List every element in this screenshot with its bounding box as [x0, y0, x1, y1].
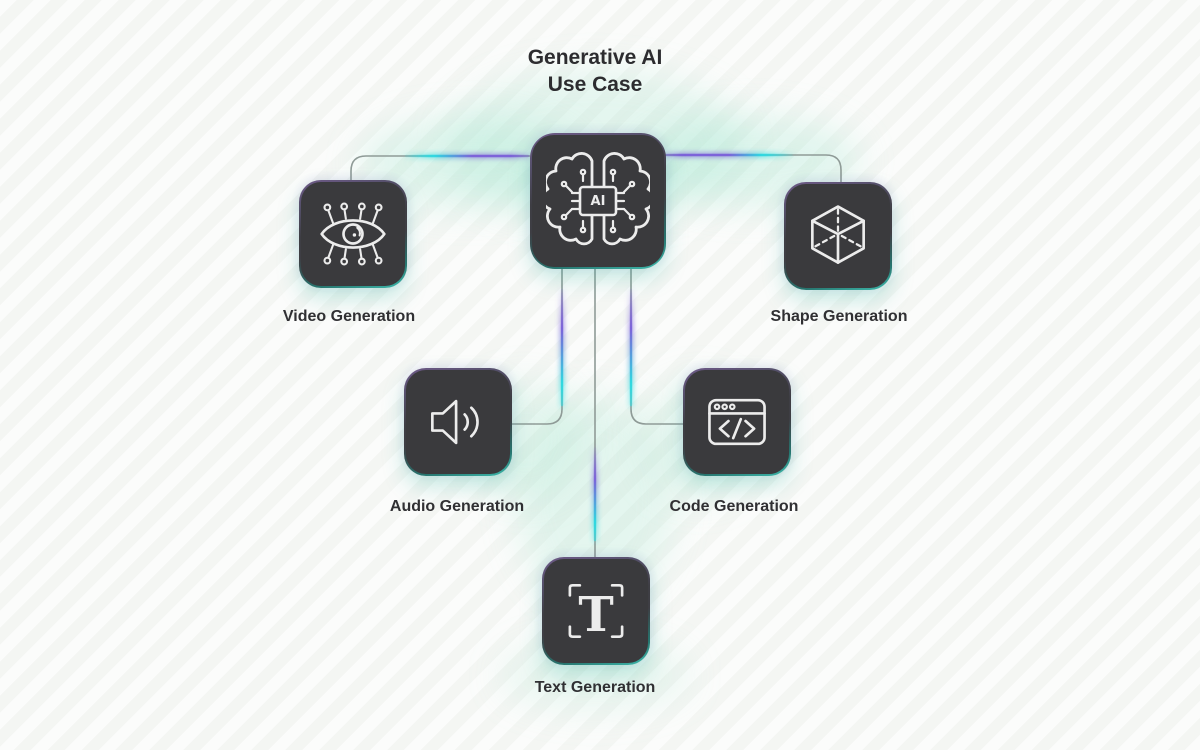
connector-glow-core — [404, 153, 794, 542]
title-line-1: Generative AI — [527, 46, 663, 69]
connector-center-video — [350, 155, 530, 180]
label-shape-generation: Shape Generation — [770, 308, 908, 325]
connector-center-audio — [509, 265, 563, 425]
label-text-generation: Text Generation — [534, 679, 656, 696]
label-video-generation: Video Generation — [282, 308, 416, 325]
diagram-title: Generative AI Use Case — [495, 44, 695, 98]
node-audio-generation — [404, 368, 512, 476]
title-line-2: Use Case — [547, 73, 643, 96]
node-generative-ai-core: AI — [530, 133, 666, 269]
ai-brain-chip-icon: AI — [546, 152, 650, 246]
node-code-generation — [683, 368, 791, 476]
label-code-generation: Code Generation — [669, 498, 799, 515]
chip-label: AI — [591, 194, 606, 209]
connector-center-code — [630, 265, 683, 425]
speaker-icon — [431, 399, 479, 445]
node-shape-generation — [784, 182, 892, 290]
text-glyph: T — [578, 587, 613, 643]
text-frame-icon: T — [568, 584, 624, 643]
wireframe-cube-icon — [811, 205, 865, 264]
connector-center-shape — [662, 154, 842, 182]
node-video-generation — [299, 180, 407, 288]
code-window-icon — [708, 398, 766, 446]
circuit-eye-icon — [320, 202, 386, 266]
node-text-generation: T — [542, 557, 650, 665]
label-audio-generation: Audio Generation — [389, 498, 525, 515]
